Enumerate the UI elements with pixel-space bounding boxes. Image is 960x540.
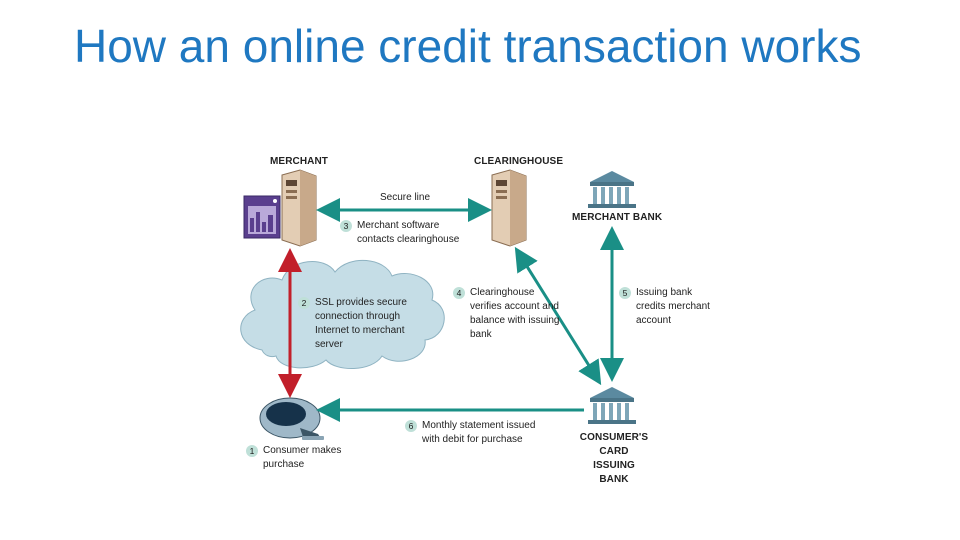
merchant-bank-label: MERCHANT BANK [572, 212, 663, 223]
step-3: 3 Merchant software contacts clearinghou… [340, 219, 461, 247]
step-2: 2 SSL provides secure connection through… [298, 296, 411, 352]
step-text: Monthly statement issued with debit for … [422, 420, 536, 445]
issuing-bank-icon [588, 387, 636, 424]
step-number: 5 [619, 287, 631, 299]
step-4: 4 Clearinghouse verifies account and bal… [453, 286, 560, 342]
step-text: Clearinghouse verifies account and balan… [470, 287, 560, 340]
issuing-bank-label: CONSUMER'S CARD ISSUING BANK [579, 432, 649, 485]
step-6: 6 Monthly statement issued with debit fo… [405, 419, 552, 447]
step-number: 4 [453, 287, 465, 299]
merchant-bank-icon [588, 171, 636, 208]
clearinghouse-label: CLEARINGHOUSE [474, 156, 564, 167]
verify-account-arrow [514, 246, 602, 386]
step-number: 6 [405, 420, 417, 432]
consumer-computer-icon [259, 397, 324, 440]
clearinghouse-server-icon [491, 169, 527, 247]
step-text: SSL provides secure connection through I… [315, 297, 407, 350]
step-1: 1 Consumer makes purchase [246, 444, 343, 472]
step-number: 3 [340, 220, 352, 232]
step-5: 5 Issuing bank credits merchant account [619, 286, 716, 328]
step-text: Consumer makes purchase [263, 445, 342, 470]
page-title: How an online credit transaction works [74, 20, 862, 72]
merchant-label: MERCHANT [270, 156, 329, 167]
merchant-server-icon [281, 169, 317, 247]
step-number: 2 [298, 297, 310, 309]
step-text: Issuing bank credits merchant account [636, 287, 710, 326]
step-text: Merchant software contacts clearinghouse [357, 220, 460, 245]
secure-line-label: Secure line [380, 192, 431, 203]
storefront-window-icon [243, 195, 281, 239]
step-number: 1 [246, 445, 258, 457]
